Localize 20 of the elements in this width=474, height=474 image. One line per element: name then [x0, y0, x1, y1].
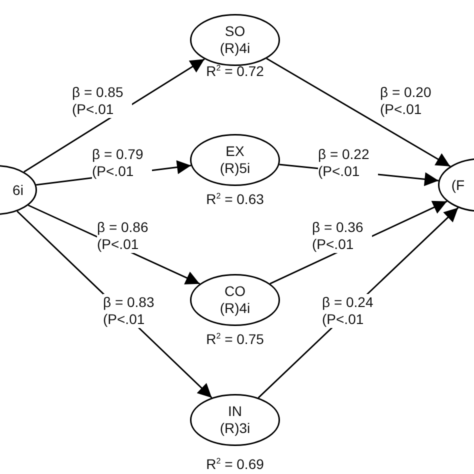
node-label: IN (R)3i — [218, 403, 252, 437]
node-label: EX (R)5i — [218, 143, 252, 177]
node-label: SO (R)4i — [218, 23, 252, 57]
node-label: 6i — [12, 182, 24, 198]
edge-label: β = 0.79 (P<.01 — [92, 146, 152, 180]
edge-label: β = 0.85 (P<.01 — [72, 84, 132, 118]
edge-label: β = 0.22 (P<.01 — [318, 146, 378, 180]
ellipse-node — [190, 274, 280, 326]
node-label: (F — [450, 176, 466, 194]
r-squared-label: R$^{2}$ = 0.75 — [205, 331, 265, 347]
ellipse-node — [190, 134, 280, 186]
r-squared-label: R$^{2}$ = 0.63 — [205, 191, 265, 207]
arrow — [266, 58, 451, 167]
ellipse-node — [190, 394, 280, 446]
arrow — [24, 58, 205, 173]
edge-label: β = 0.36 (P<.01 — [312, 219, 372, 253]
node-label: CO (R)4i — [218, 283, 252, 317]
r-squared-label: R$^{2}$ = 0.69 — [205, 456, 265, 472]
r-squared-label: R$^{2}$ = 0.72 — [205, 63, 265, 79]
ellipse-node — [190, 14, 280, 66]
